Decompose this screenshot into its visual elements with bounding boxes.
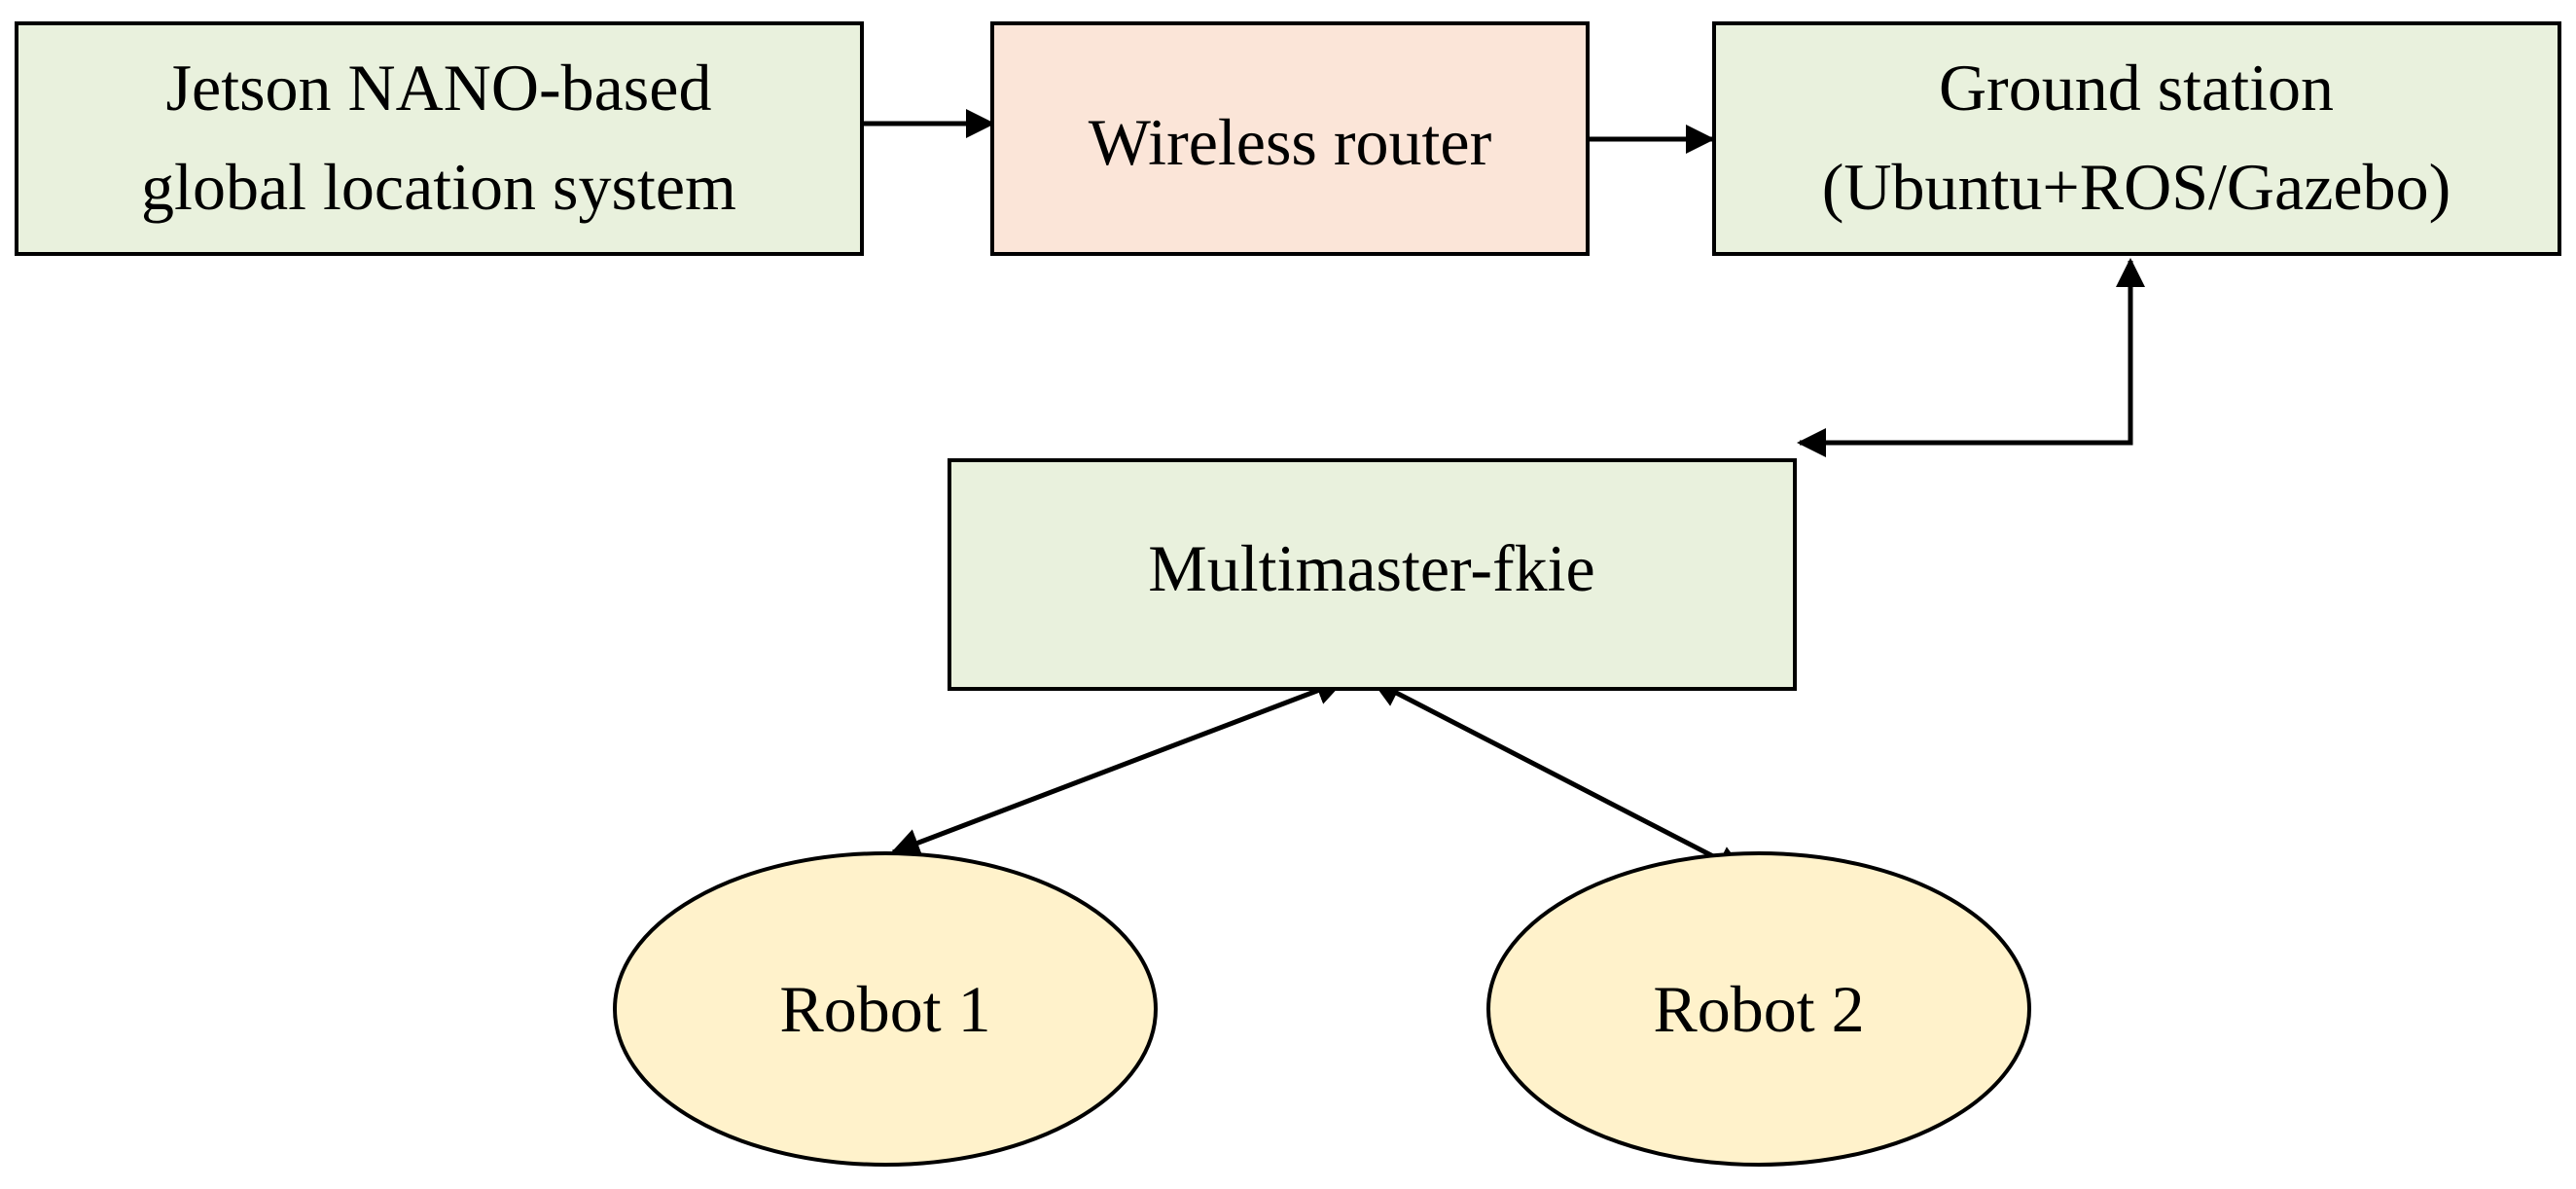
node-jetson-location-system: Jetson NANO-based global location system [15, 21, 864, 256]
node-wireless-router: Wireless router [990, 21, 1590, 256]
multimaster-label: Multimaster-fkie [1148, 531, 1594, 605]
node-robot-2: Robot 2 [1486, 851, 2031, 1167]
edge-multimaster-robot2 [1371, 678, 1746, 875]
edge-multimaster-robot1 [890, 676, 1345, 857]
router-box [990, 21, 1590, 256]
ground-box [1712, 21, 2561, 256]
node-multimaster-fkie: Multimaster-fkie [948, 458, 1797, 691]
node-ground-station: Ground station (Ubuntu+ROS/Gazebo) [1712, 21, 2561, 256]
node-robot-1: Robot 1 [613, 851, 1158, 1167]
multimaster-box [948, 458, 1797, 691]
jetson-label-line-2: global location system [141, 150, 736, 224]
robot2-ellipse [1486, 851, 2031, 1167]
router-label: Wireless router [1089, 105, 1492, 179]
jetson-box [15, 21, 864, 256]
ground-label-line-2: (Ubuntu+ROS/Gazebo) [1822, 150, 2451, 224]
robot2-label: Robot 2 [1653, 972, 1864, 1046]
robot1-label: Robot 1 [779, 972, 990, 1046]
jetson-label-line-1: Jetson NANO-based [166, 51, 712, 125]
robot1-ellipse [613, 851, 1158, 1167]
edge-ground-multimaster [1797, 258, 2145, 457]
ground-label-line-1: Ground station [1939, 51, 2334, 125]
